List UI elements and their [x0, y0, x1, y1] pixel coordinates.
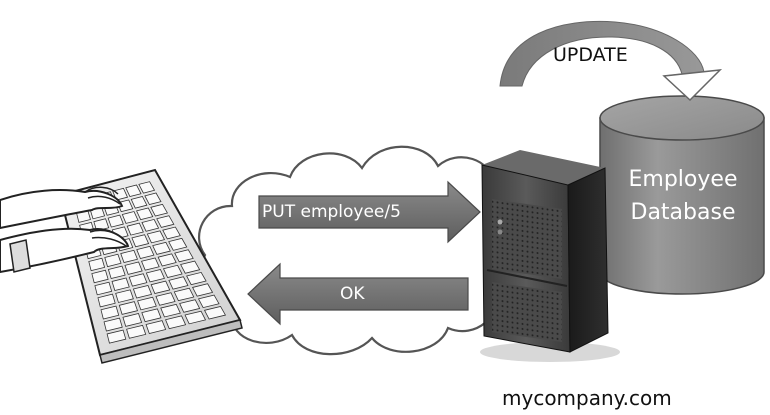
keyboard-key [173, 287, 195, 302]
keyboard-key [150, 203, 169, 217]
keyboard-key [150, 280, 171, 295]
keyboard-key [103, 317, 123, 332]
request-arrow [258, 180, 481, 244]
keyboard-key [168, 276, 189, 290]
keyboard-key [203, 305, 227, 320]
keyboard-key [115, 289, 134, 303]
keyboard-key [132, 284, 153, 299]
keyboard-key [152, 241, 171, 255]
keyboard-key [100, 305, 120, 320]
keyboard-key [124, 261, 143, 275]
keyboard-key [104, 253, 122, 268]
keyboard-key [145, 269, 166, 283]
keyboard-key [197, 294, 220, 309]
curved-arrow-icon [499, 20, 723, 102]
keyboard-key [145, 320, 167, 334]
keyboard-key [144, 192, 162, 206]
keyboard-key [155, 292, 176, 306]
keyboard-key [106, 329, 127, 344]
database-title-line-2: Database [630, 200, 736, 225]
keyboard-key [125, 184, 142, 198]
server-icon [480, 150, 620, 362]
request-label: PUT employee/5 [262, 202, 401, 222]
response-label: OK [340, 284, 365, 304]
keyboard-key [94, 281, 113, 296]
keyboard-key [131, 234, 150, 248]
keyboard-key [137, 296, 157, 311]
keyboard-key [130, 196, 148, 209]
keyboard-key [192, 283, 214, 297]
keyboard-key [136, 245, 155, 259]
keyboard-key [141, 218, 160, 232]
keyboard-key [88, 257, 106, 272]
keyboard-key [141, 308, 162, 323]
keyboard-key [118, 301, 139, 315]
keyboard-key [126, 324, 147, 339]
server-domain-label: mycompany.com [502, 386, 672, 410]
keyboard-key [126, 222, 144, 236]
keyboard-key [107, 265, 126, 280]
hands-icon [0, 186, 130, 274]
keyboard-key [179, 299, 201, 313]
keyboard-key [138, 181, 156, 194]
keyboard-key [162, 226, 181, 240]
keyboard-key [146, 230, 166, 244]
keyboard-key [160, 303, 181, 318]
cloud-icon [198, 145, 519, 356]
keyboard-key [122, 313, 143, 327]
keyboard-key [97, 293, 116, 308]
keyboard-key [168, 237, 188, 251]
keyboard-key [121, 211, 139, 224]
response-arrow [247, 262, 469, 326]
update-label: UPDATE [553, 44, 628, 66]
keyboard-key [186, 271, 207, 286]
keyboard-key [184, 310, 207, 325]
database-title: Employee Database [601, 163, 765, 229]
keyboard-key [120, 249, 138, 264]
keyboard-key [141, 257, 160, 271]
keyboard-key [107, 214, 124, 228]
keyboard-key [93, 218, 110, 232]
keyboard-key [136, 207, 154, 221]
database-title-line-1: Employee [628, 167, 738, 192]
keyboard-key [111, 277, 130, 291]
keyboard-key [180, 260, 201, 274]
keyboard-key [165, 315, 187, 330]
keyboard-key [128, 273, 148, 287]
keyboard-key [162, 264, 183, 279]
keyboard-key [157, 253, 177, 267]
keyboard-key [174, 249, 194, 263]
keyboard-key [91, 269, 109, 284]
database-icon [599, 95, 765, 295]
keyboard-key [156, 215, 175, 228]
